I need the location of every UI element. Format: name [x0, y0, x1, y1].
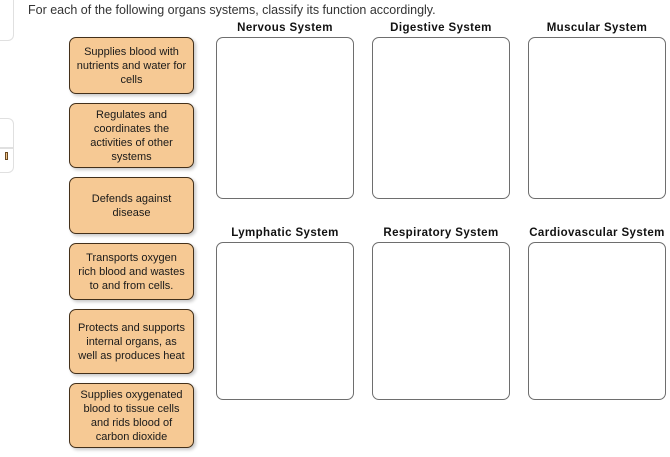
drop-zone-label: Nervous System: [237, 22, 333, 34]
answer-tile-tray: Supplies blood with nutrients and water …: [69, 37, 194, 457]
drop-zone-label: Digestive System: [390, 22, 492, 34]
drop-zone-label: Lymphatic System: [231, 227, 339, 239]
drop-zone-box-nervous[interactable]: [216, 37, 354, 199]
drop-zone-box-respiratory[interactable]: [372, 242, 510, 400]
drop-zone-lymphatic: Lymphatic System: [216, 227, 354, 400]
drop-zone-row-1: Nervous System Digestive System Muscular…: [216, 22, 666, 199]
answer-tile[interactable]: Supplies blood with nutrients and water …: [69, 37, 194, 94]
drop-zone-muscular: Muscular System: [528, 22, 666, 199]
left-edge-panel-lower: [0, 148, 14, 173]
answer-tile[interactable]: Supplies oxygenated blood to tissue cell…: [69, 383, 194, 448]
left-edge-tile-fragment: [5, 152, 8, 160]
drop-zone-label: Cardiovascular System: [529, 227, 665, 239]
answer-tile[interactable]: Protects and supports internal organs, a…: [69, 309, 194, 374]
drop-zone-box-muscular[interactable]: [528, 37, 666, 199]
drop-zone-box-digestive[interactable]: [372, 37, 510, 199]
answer-tile[interactable]: Transports oxygen rich blood and wastes …: [69, 243, 194, 300]
drop-zone-label: Muscular System: [546, 22, 648, 34]
left-edge-panel-middle: [0, 118, 14, 148]
drop-zone-row-2: Lymphatic System Respiratory System Card…: [216, 227, 666, 400]
left-edge-panel-top: [0, 0, 14, 41]
drop-zone-label: Respiratory System: [383, 227, 499, 239]
drop-zone-digestive: Digestive System: [372, 22, 510, 199]
drop-zone-nervous: Nervous System: [216, 22, 354, 199]
drop-zone-grid: Nervous System Digestive System Muscular…: [216, 22, 666, 400]
drop-zone-respiratory: Respiratory System: [372, 227, 510, 400]
drop-zone-box-cardiovascular[interactable]: [528, 242, 666, 400]
answer-tile[interactable]: Defends against disease: [69, 177, 194, 234]
question-prompt: For each of the following organs systems…: [28, 3, 436, 17]
drop-zone-cardiovascular: Cardiovascular System: [528, 227, 666, 400]
drop-zone-box-lymphatic[interactable]: [216, 242, 354, 400]
answer-tile[interactable]: Regulates and coordinates the activities…: [69, 103, 194, 168]
